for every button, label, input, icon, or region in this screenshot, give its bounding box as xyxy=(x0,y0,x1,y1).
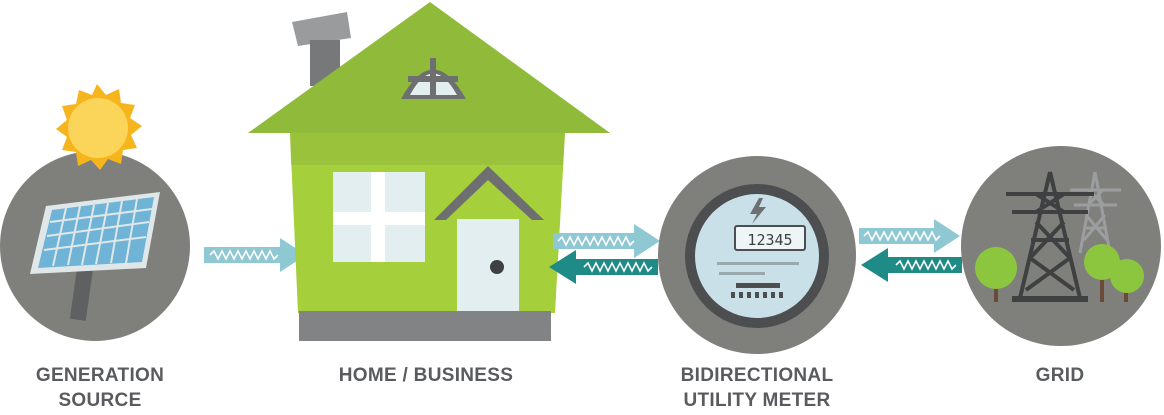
house-door-icon xyxy=(434,166,544,313)
arrow-generation-to-home xyxy=(204,238,306,272)
home-label-line1: HOME / BUSINESS xyxy=(338,365,514,386)
utility-meter-label: BIDIRECTIONAL UTILITY METER xyxy=(662,363,852,413)
utility-meter-node: 12345 xyxy=(658,156,856,354)
solar-panel-icon xyxy=(30,192,160,321)
house-window-icon xyxy=(333,172,425,262)
house-icon xyxy=(248,2,610,341)
grid-label: GRID xyxy=(1010,363,1110,388)
attic-window-icon xyxy=(401,58,466,99)
generation-label-line1: GENERATION xyxy=(35,365,165,386)
home-business-label: HOME / BUSINESS xyxy=(316,363,536,388)
meter-reading: 12345 xyxy=(747,231,792,249)
generation-source-node xyxy=(0,84,190,341)
grid-node xyxy=(961,146,1161,346)
arrow-grid-to-meter xyxy=(861,248,962,282)
sun-icon xyxy=(56,84,142,170)
meter-icon xyxy=(685,184,829,328)
tree-icon xyxy=(975,244,1144,302)
meter-label-line1: BIDIRECTIONAL xyxy=(680,365,834,386)
arrow-home-to-meter xyxy=(553,224,660,258)
lightning-icon xyxy=(750,198,766,224)
arrow-meter-to-home xyxy=(549,250,658,284)
grid-label-line1: GRID xyxy=(1035,365,1085,386)
transmission-tower-icon xyxy=(1006,171,1094,299)
generation-label-line2: SOURCE xyxy=(58,390,142,411)
arrow-meter-to-grid xyxy=(859,219,960,253)
generation-source-label: GENERATION SOURCE xyxy=(20,363,180,413)
meter-label-line2: UTILITY METER xyxy=(683,390,831,411)
